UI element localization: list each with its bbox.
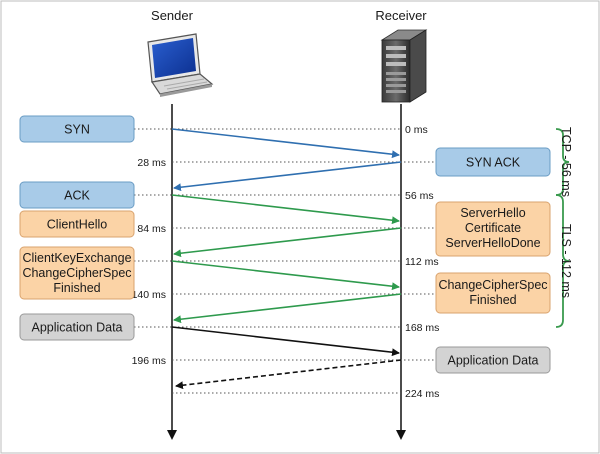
server-hello-line2: Certificate xyxy=(465,221,521,235)
tls-brace-label: TLS - 112 ms xyxy=(559,224,573,298)
server-hello-line1: ServerHello xyxy=(460,206,525,220)
timestamp-84ms: 84 ms xyxy=(137,223,166,235)
timestamp-112ms: 112 ms xyxy=(405,256,439,268)
client-hello-box: ClientHello xyxy=(19,210,135,238)
client-key-exchange-line3: Finished xyxy=(53,281,100,295)
client-hello-label: ClientHello xyxy=(47,218,107,232)
server-icon xyxy=(380,29,428,103)
time-gridlines xyxy=(134,128,436,394)
timestamp-224ms: 224 ms xyxy=(405,388,439,400)
ack-box: ACK xyxy=(19,181,135,209)
client-key-exchange-line2: ChangeCipherSpec xyxy=(22,266,131,280)
timestamp-28ms: 28 ms xyxy=(137,157,166,169)
timestamp-140ms: 140 ms xyxy=(132,289,166,301)
change-cipher-spec-line1: ChangeCipherSpec xyxy=(438,278,547,292)
syn-ack-label: SYN ACK xyxy=(466,156,521,170)
client-key-exchange-box: ClientKeyExchange ChangeCipherSpec Finis… xyxy=(19,246,135,300)
timestamp-196ms: 196 ms xyxy=(132,355,166,367)
ack-label: ACK xyxy=(64,189,90,203)
laptop-icon xyxy=(147,33,214,97)
change-cipher-spec-arrow xyxy=(173,293,402,324)
tls-brace xyxy=(555,194,570,328)
server-hello-box: ServerHello Certificate ServerHelloDone xyxy=(435,201,551,257)
tcp-brace xyxy=(555,128,570,196)
syn-label: SYN xyxy=(64,123,90,137)
syn-ack-arrow xyxy=(173,161,402,192)
change-cipher-spec-box: ChangeCipherSpec Finished xyxy=(435,272,551,314)
syn-box: SYN xyxy=(19,115,135,143)
client-key-exchange-line1: ClientKeyExchange xyxy=(22,251,131,265)
server-hello-arrow xyxy=(173,227,402,258)
sender-label: Sender xyxy=(151,8,194,23)
sender-lifeline-arrowhead xyxy=(167,430,177,440)
app-data-sender-label: Application Data xyxy=(31,321,122,335)
client-hello-arrow xyxy=(171,194,400,225)
change-cipher-spec-line2: Finished xyxy=(469,293,516,307)
syn-ack-box: SYN ACK xyxy=(435,147,551,177)
timestamp-0ms: 0 ms xyxy=(405,124,428,136)
syn-arrow xyxy=(171,128,400,159)
receiver-lifeline-arrowhead xyxy=(396,430,406,440)
app-data-receiver-label: Application Data xyxy=(447,354,538,368)
app-data-request-arrow xyxy=(171,326,400,357)
server-hello-line3: ServerHelloDone xyxy=(445,236,540,250)
timestamp-168ms: 168 ms xyxy=(405,322,439,334)
app-data-receiver-box: Application Data xyxy=(435,346,551,374)
app-data-sender-box: Application Data xyxy=(19,313,135,341)
tcp-brace-label: TCP - 56 ms xyxy=(559,127,573,197)
app-data-response-arrow xyxy=(175,359,402,390)
client-key-exchange-arrow xyxy=(171,260,400,291)
timestamp-56ms: 56 ms xyxy=(405,190,434,202)
receiver-label: Receiver xyxy=(375,8,427,23)
